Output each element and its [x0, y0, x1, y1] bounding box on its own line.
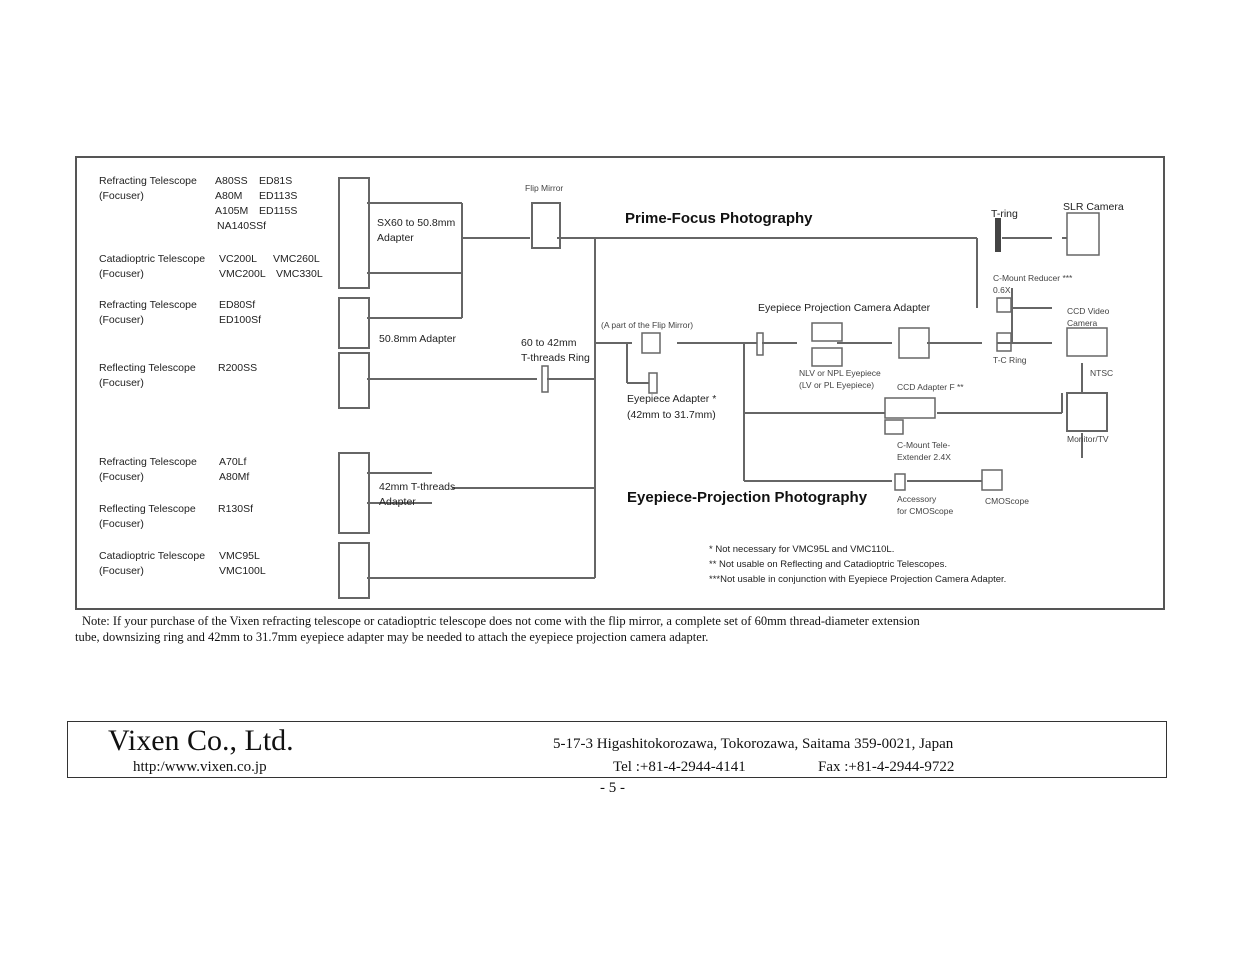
nlv-label-1: NLV or NPL Eyepiece: [799, 368, 881, 378]
model-r200ss: R200SS: [218, 362, 258, 374]
ring-60-42-label-2: T-threads Ring: [521, 352, 590, 364]
cmount-reducer-label-2: 0.6X: [993, 285, 1011, 295]
model-vc200l: VC200L: [219, 253, 257, 265]
company-name: Vixen Co., Ltd.: [108, 724, 294, 757]
diagram-lines: [338, 177, 1108, 599]
slr-camera-label: SLR Camera: [1063, 201, 1124, 213]
sx60-adapter-label-2: Adapter: [377, 232, 414, 244]
sx60-adapter-label-1: SX60 to 50.8mm: [377, 217, 456, 229]
telescope-type-1: Refracting Telescope: [99, 175, 197, 187]
model-vmc260l: VMC260L: [273, 253, 320, 265]
telescope-sub-4: (Focuser): [99, 377, 144, 389]
model-a80ss: A80SS: [215, 175, 248, 187]
flip-part-label: (A part of the Flip Mirror): [601, 320, 694, 330]
footer-box: Vixen Co., Ltd. http:/www.vixen.co.jp 5-…: [67, 721, 1167, 778]
telescope-type-6: Reflecting Telescope: [99, 503, 196, 515]
model-a80m: A80M: [215, 190, 243, 202]
monitor-label: Monitor/TV: [1067, 434, 1109, 444]
note-paragraph: Note: If your purchase of the Vixen refr…: [75, 613, 1165, 645]
footnote-2: ** Not usable on Reflecting and Catadiop…: [709, 559, 947, 570]
company-url[interactable]: http:/www.vixen.co.jp: [133, 759, 267, 775]
tc-ring-label: T-C Ring: [993, 355, 1027, 365]
company-fax: Fax :+81-4-2944-9722: [818, 759, 955, 775]
note-line-1: Note: If your purchase of the Vixen refr…: [82, 614, 920, 628]
company-address: 5-17-3 Higashitokorozawa, Tokorozawa, Sa…: [553, 736, 954, 752]
t42-adapter-label-1: 42mm T-threads: [379, 481, 456, 493]
model-na140ssf: NA140SSf: [217, 220, 267, 232]
model-a105m: A105M: [215, 205, 249, 217]
telescope-sub-2: (Focuser): [99, 268, 144, 280]
model-vmc95l: VMC95L: [219, 550, 260, 562]
cmount-reducer-label-1: C-Mount Reducer ***: [993, 273, 1073, 283]
epca-label: Eyepiece Projection Camera Adapter: [758, 302, 931, 314]
model-ed100sf: ED100Sf: [219, 314, 262, 326]
model-ed80sf: ED80Sf: [219, 299, 256, 311]
telescope-type-3: Refracting Telescope: [99, 299, 197, 311]
footnote-1: * Not necessary for VMC95L and VMC110L.: [709, 544, 895, 555]
ring-60-42-label-1: 60 to 42mm: [521, 337, 577, 349]
model-vmc330l: VMC330L: [276, 268, 323, 280]
ccd-adapter-label: CCD Adapter F **: [897, 382, 964, 392]
cmount-tele-label-1: C-Mount Tele-: [897, 440, 951, 450]
t-ring-label: T-ring: [991, 208, 1018, 220]
telescope-sub-3: (Focuser): [99, 314, 144, 326]
flip-mirror-label: Flip Mirror: [525, 183, 564, 193]
model-r130sf: R130Sf: [218, 503, 254, 515]
telescope-type-4: Reflecting Telescope: [99, 362, 196, 374]
model-ed115s: ED115S: [259, 205, 298, 217]
model-a70lf: A70Lf: [219, 456, 247, 468]
eyepiece-adapter-label-1: Eyepiece Adapter *: [627, 393, 717, 405]
footnote-3: ***Not usable in conjunction with Eyepie…: [709, 574, 1007, 585]
telescope-type-2: Catadioptric Telescope: [99, 253, 206, 265]
adapter-508-label: 50.8mm Adapter: [379, 333, 457, 345]
accessory-label-2: for CMOScope: [897, 506, 954, 516]
note-line-2: tube, downsizing ring and 42mm to 31.7mm…: [75, 630, 709, 644]
eyepiece-projection-heading: Eyepiece-Projection Photography: [627, 489, 868, 506]
model-vmc200l: VMC200L: [219, 268, 266, 280]
page-number: - 5 -: [600, 780, 625, 796]
model-a80mf: A80Mf: [219, 471, 250, 483]
system-diagram: Refracting Telescope (Focuser) A80SS ED8…: [75, 156, 1165, 610]
model-vmc100l: VMC100L: [219, 565, 266, 577]
cmount-tele-label-2: Extender 2.4X: [897, 452, 951, 462]
nlv-label-2: (LV or PL Eyepiece): [799, 380, 875, 390]
cmoscope-label: CMOScope: [985, 496, 1029, 506]
prime-focus-heading: Prime-Focus Photography: [625, 210, 813, 227]
company-tel: Tel :+81-4-2944-4141: [613, 759, 746, 775]
t42-adapter-label-2: Adapter: [379, 496, 416, 508]
telescope-type-5: Refracting Telescope: [99, 456, 197, 468]
ntsc-label: NTSC: [1090, 368, 1114, 378]
telescope-sub-7: (Focuser): [99, 565, 144, 577]
telescope-sub-5: (Focuser): [99, 471, 144, 483]
telescope-type-7: Catadioptric Telescope: [99, 550, 206, 562]
model-ed81s: ED81S: [259, 175, 293, 187]
ccd-video-label-1: CCD Video: [1067, 306, 1110, 316]
model-ed113s: ED113S: [259, 190, 298, 202]
eyepiece-adapter-label-2: (42mm to 31.7mm): [627, 409, 716, 421]
telescope-sub-6: (Focuser): [99, 518, 144, 530]
accessory-label-1: Accessory: [897, 494, 937, 504]
ccd-video-label-2: Camera: [1067, 318, 1098, 328]
telescope-sub-1: (Focuser): [99, 190, 144, 202]
